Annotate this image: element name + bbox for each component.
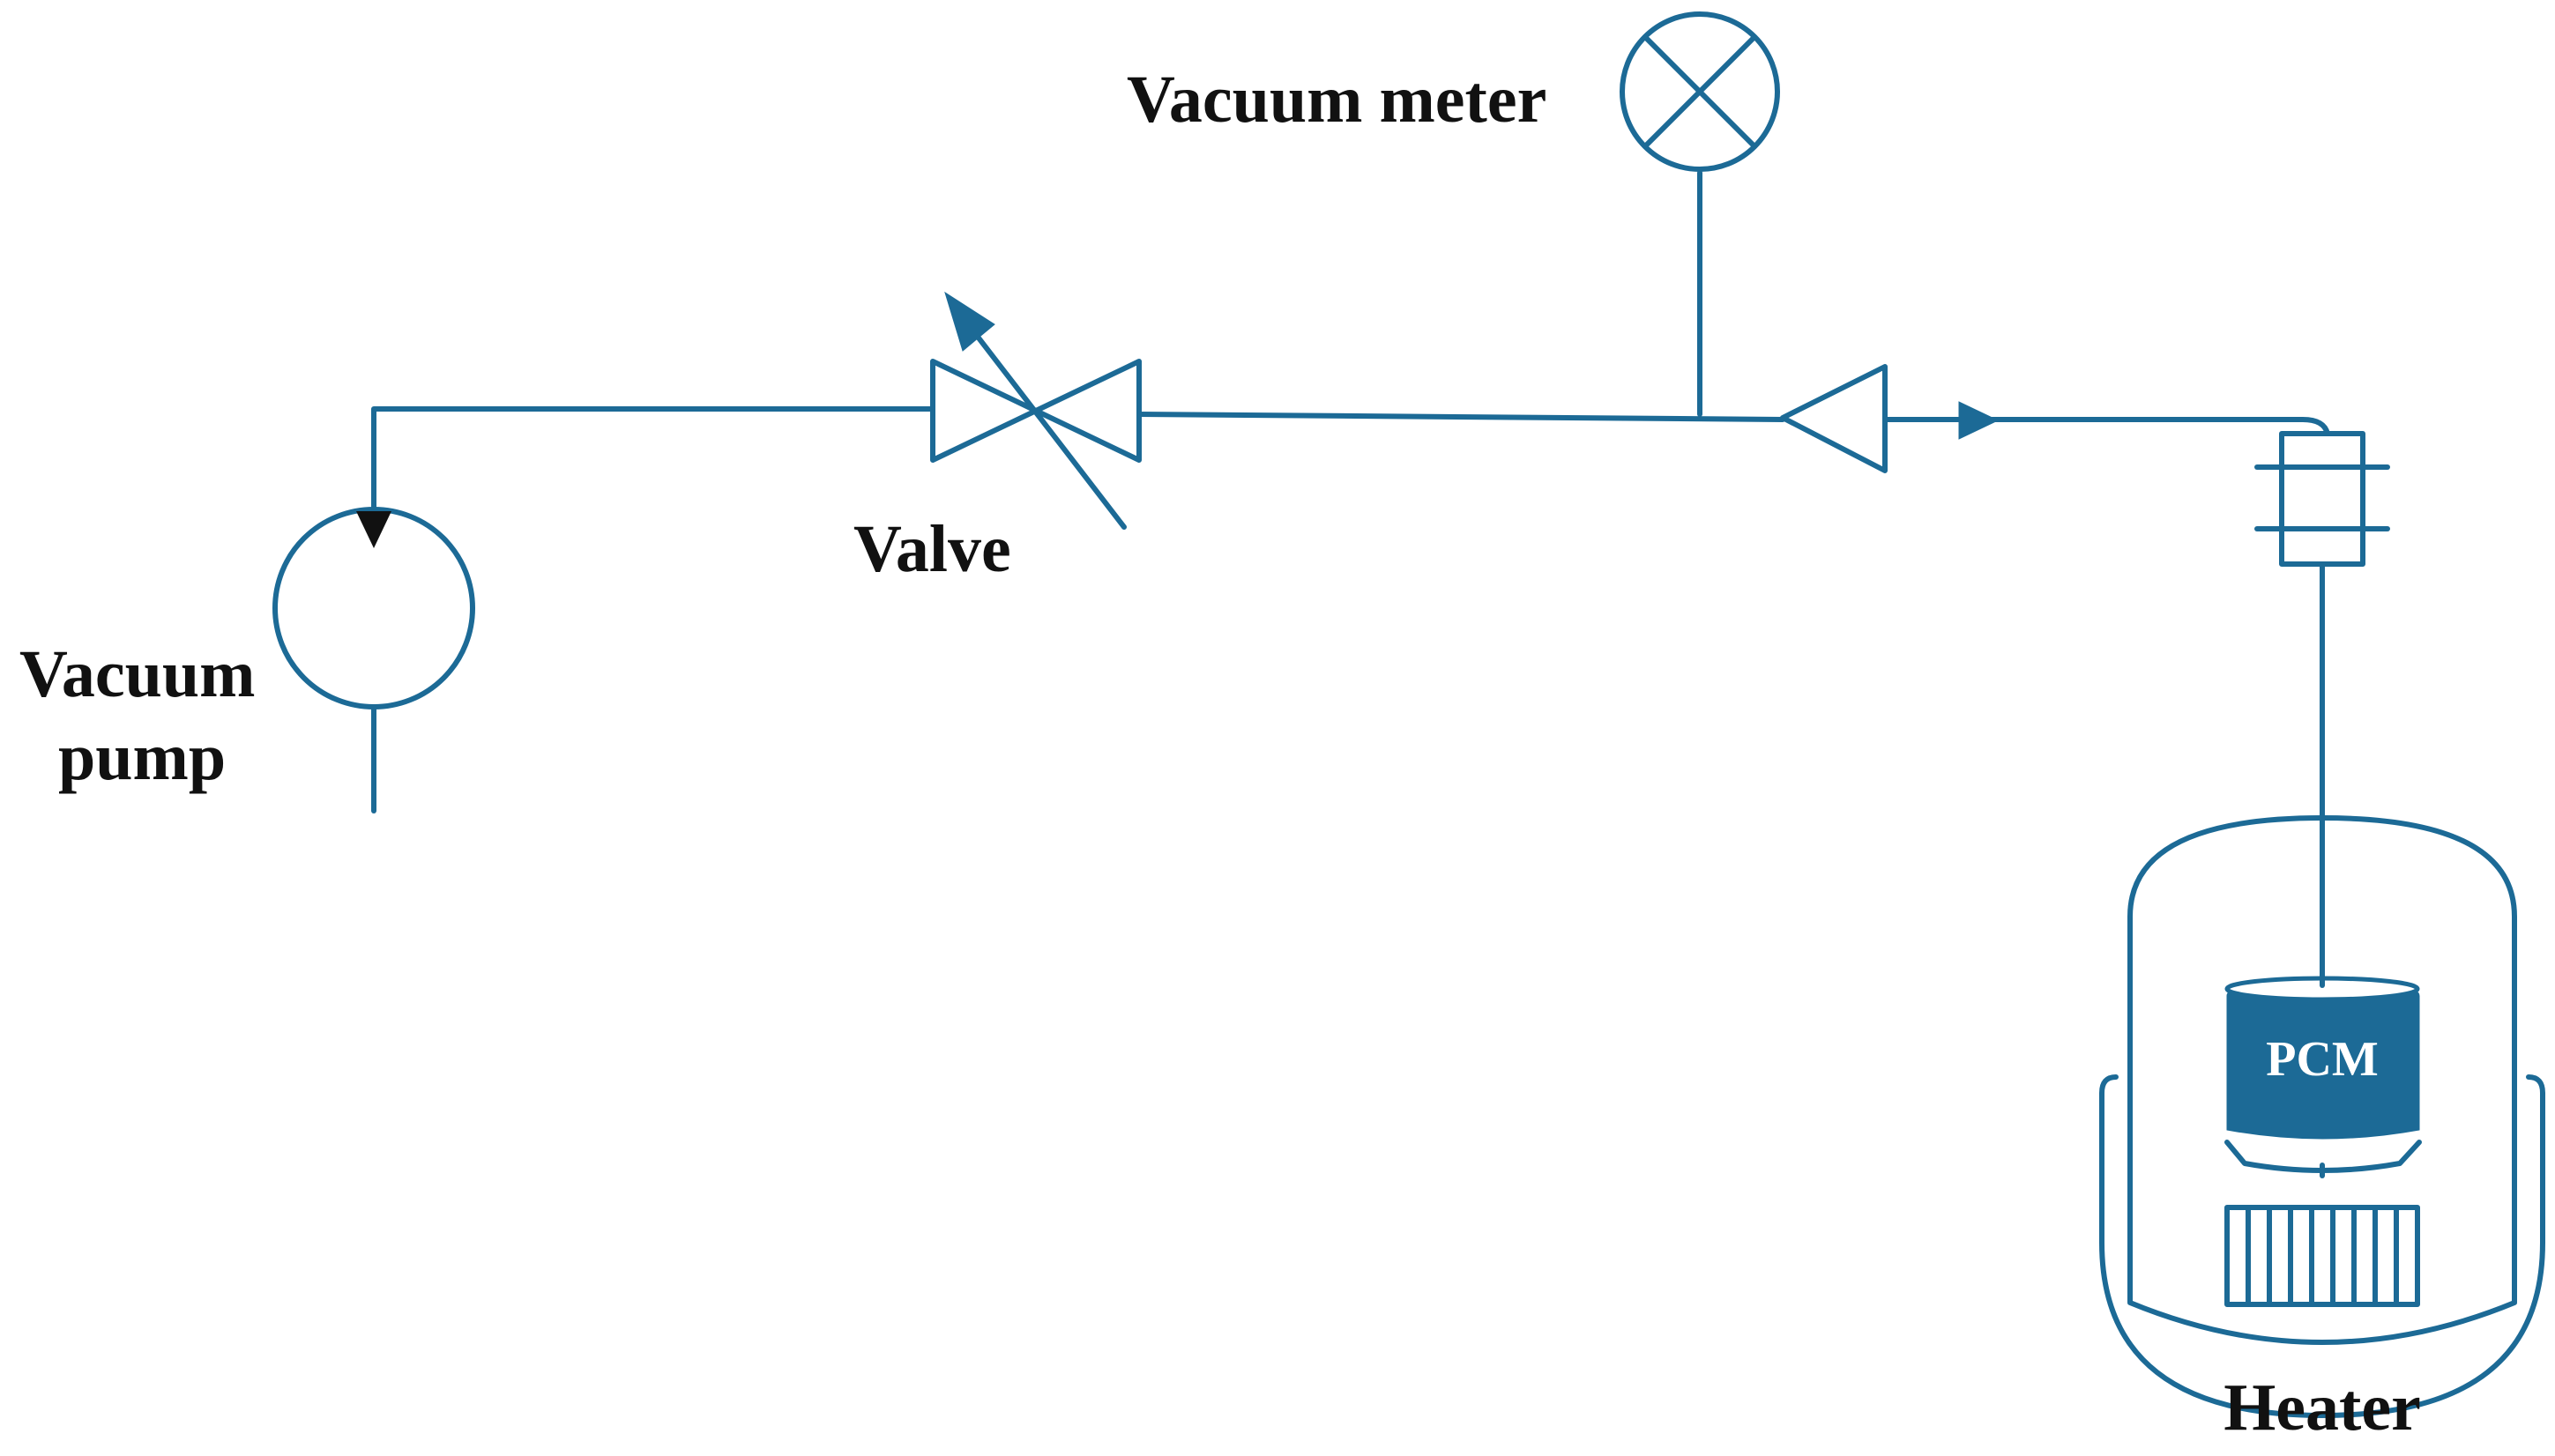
- vacuum-pump-icon: [272, 507, 475, 813]
- valve-label: Valve: [853, 512, 1011, 586]
- main-pipe: [371, 170, 2330, 513]
- flange-coupling-icon: [2254, 431, 2390, 963]
- vacuum-pump-label-line2: pump: [58, 720, 226, 794]
- vacuum-meter-label: Vacuum meter: [1127, 63, 1546, 137]
- flow-arrow-icon: [1958, 401, 2000, 440]
- heater-element-icon: [2224, 1205, 2420, 1307]
- check-valve-icon: [1780, 364, 1888, 473]
- pcm-label: PCM: [2266, 1032, 2379, 1087]
- heater-label: Heater: [2224, 1371, 2421, 1445]
- vacuum-pump-label-line1: Vacuum: [19, 637, 255, 711]
- vacuum-meter-icon: [1620, 11, 1780, 172]
- heater-vessel: [2099, 815, 2545, 1418]
- valve-icon: [930, 291, 1142, 530]
